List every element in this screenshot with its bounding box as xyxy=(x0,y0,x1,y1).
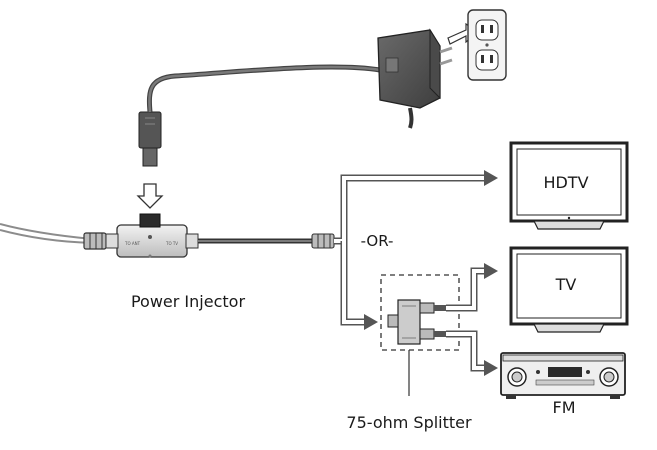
svg-text:TO TV: TO TV xyxy=(165,241,178,246)
down-arrow xyxy=(136,183,164,209)
antenna-cable xyxy=(0,223,107,250)
fm-label: FM xyxy=(552,398,575,417)
dc-plug xyxy=(138,111,162,167)
output-cable xyxy=(198,233,335,249)
svg-text:TO ANT: TO ANT xyxy=(124,241,141,246)
splitter-label: 75-ohm Splitter xyxy=(346,413,472,432)
coax-connector-icon xyxy=(83,232,107,250)
or-label: -OR- xyxy=(361,232,394,250)
branch-arrows xyxy=(334,170,498,330)
receiver-icon xyxy=(500,352,626,399)
power-injector: TO ANT TO TV xyxy=(105,213,199,258)
power-injector-label: Power Injector xyxy=(131,292,245,311)
coax-connector-icon xyxy=(311,233,335,249)
television-icon xyxy=(509,246,629,333)
wall-outlet-icon xyxy=(467,9,507,81)
splitter-output-arrows xyxy=(446,263,498,376)
television-icon xyxy=(509,141,629,230)
adapter-cord xyxy=(146,64,381,113)
power-adapter-icon xyxy=(377,28,453,129)
splitter-icon xyxy=(380,274,460,396)
dc-input-jack xyxy=(139,213,161,228)
hdtv-label: HDTV xyxy=(543,173,588,192)
tv-label: TV xyxy=(555,275,577,294)
